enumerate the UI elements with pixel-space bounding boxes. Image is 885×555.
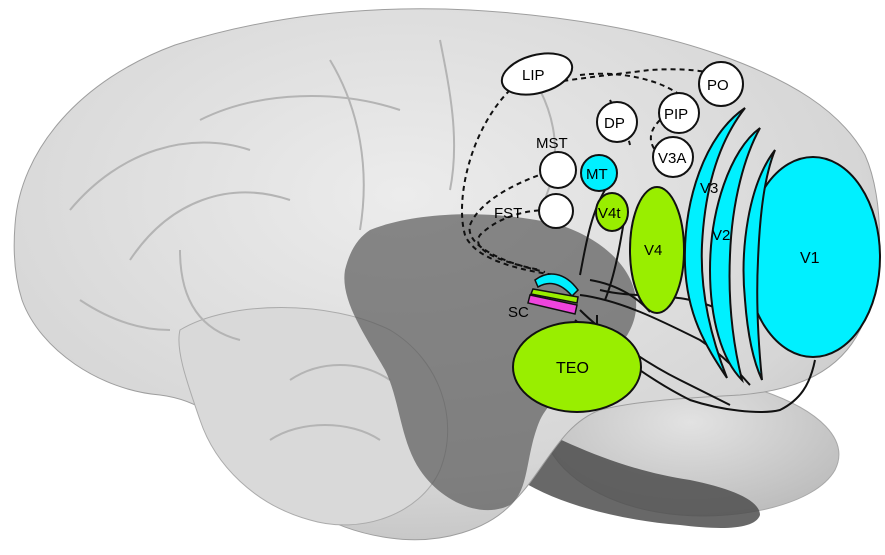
area-v4-label: V4 (644, 242, 662, 259)
area-mt-label: MT (586, 166, 608, 183)
area-v4t-label: V4t (598, 205, 621, 222)
area-v2-label: V2 (712, 227, 730, 244)
area-teo-label: TEO (556, 360, 589, 377)
area-dp-label: DP (604, 115, 625, 132)
area-po-label: PO (707, 77, 729, 94)
area-fst[interactable] (539, 194, 573, 228)
area-mst[interactable] (540, 152, 576, 188)
area-v1-label: V1 (800, 250, 820, 267)
area-fst-label: FST (494, 205, 522, 222)
area-pip-label: PIP (664, 106, 688, 123)
area-v3-label: V3 (700, 180, 718, 197)
area-mst-label: MST (536, 135, 568, 152)
area-sc-label: SC (508, 304, 529, 321)
area-lip-label: LIP (522, 67, 545, 84)
area-v3a-label: V3A (658, 150, 686, 167)
